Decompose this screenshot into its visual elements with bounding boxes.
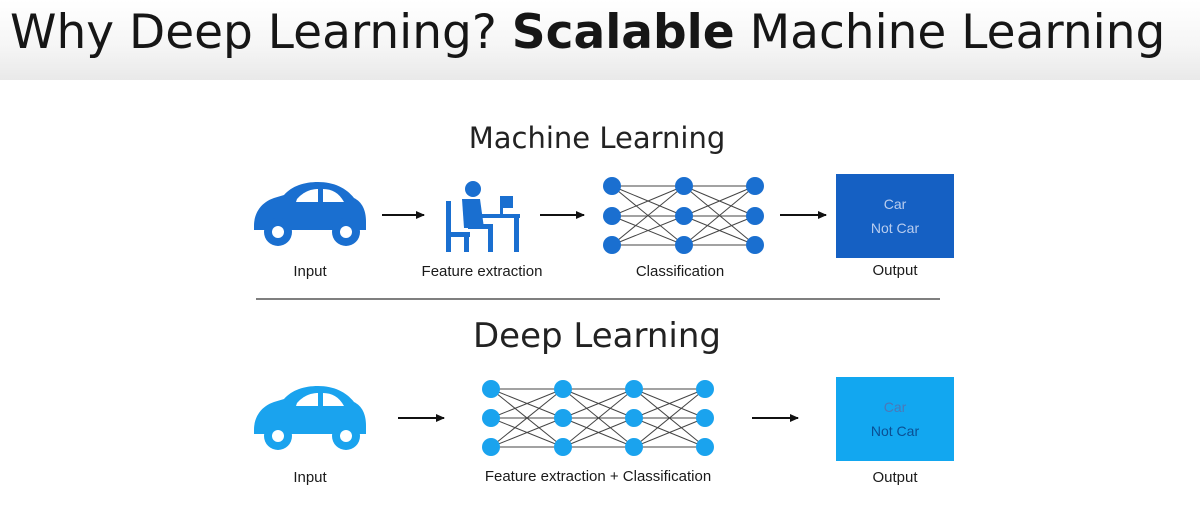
ml-classification-label: Classification bbox=[635, 263, 725, 280]
title-suffix: Machine Learning bbox=[749, 5, 1166, 60]
dl-output-box: Car Not Car bbox=[836, 377, 954, 461]
ml-output-car: Car bbox=[883, 196, 907, 212]
dl-input-label: Input bbox=[293, 469, 327, 486]
dl-feature-extraction-classification-label: Feature extraction + Classification bbox=[484, 468, 712, 485]
ml-feature-extraction-label: Feature extraction bbox=[421, 263, 543, 280]
person-at-desk-icon bbox=[446, 181, 520, 252]
ml-output-not-car: Not Car bbox=[870, 220, 920, 236]
car-icon bbox=[254, 182, 366, 246]
dl-heading: Deep Learning bbox=[472, 316, 721, 356]
dl-output-car: Car bbox=[883, 399, 907, 415]
dl-output-label: Output bbox=[872, 469, 918, 486]
neural-network-icon bbox=[603, 177, 764, 254]
dl-output-box-bg bbox=[836, 377, 954, 461]
ml-input-label: Input bbox=[293, 263, 327, 280]
slide-title: Why Deep Learning? Scalable Machine Lear… bbox=[0, 0, 1200, 80]
neural-network-icon bbox=[482, 380, 714, 456]
ml-output-box-bg bbox=[836, 174, 954, 258]
title-prefix: Why Deep Learning? bbox=[10, 5, 497, 60]
dl-output-not-car: Not Car bbox=[870, 423, 920, 439]
ml-output-box: Car Not Car bbox=[836, 174, 954, 258]
title-emphasis: Scalable bbox=[511, 5, 735, 60]
ml-output-label: Output bbox=[872, 262, 918, 279]
car-icon bbox=[254, 386, 366, 450]
ml-heading: Machine Learning bbox=[468, 121, 726, 155]
